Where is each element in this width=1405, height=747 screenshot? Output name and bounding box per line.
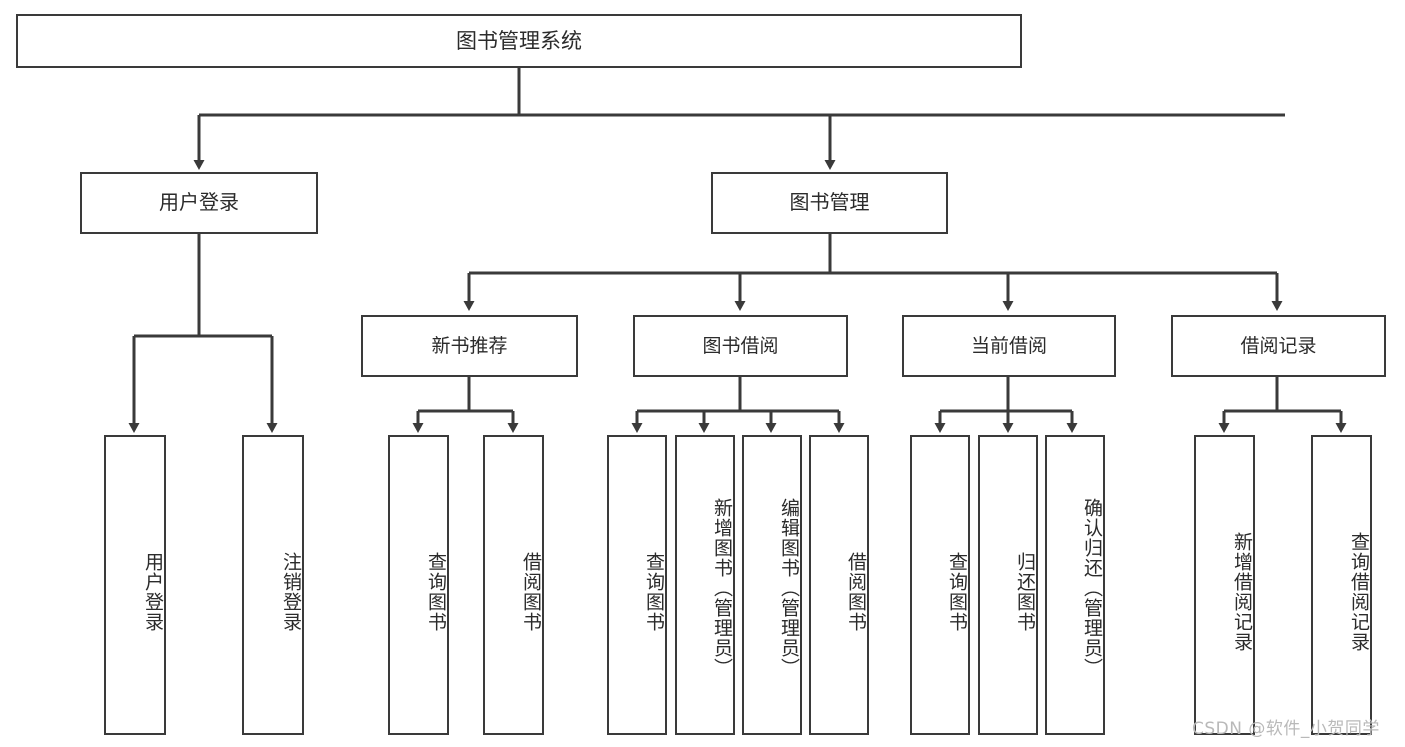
leaf-edit-book-admin[interactable]: 编辑图书（管理员） xyxy=(742,435,802,735)
node-current-borrow[interactable]: 当前借阅 xyxy=(902,315,1116,377)
leaf-borrow-book[interactable]: 借阅图书 xyxy=(809,435,869,735)
node-user-login[interactable]: 用户登录 xyxy=(80,172,318,234)
leaf-query-book-current[interactable]: 查询图书 xyxy=(910,435,970,735)
leaf-return-book[interactable]: 归还图书 xyxy=(978,435,1038,735)
leaf-query-book-borrow-label: 查询图书 xyxy=(643,552,665,632)
leaf-query-borrow-record-label: 查询借阅记录 xyxy=(1348,532,1370,652)
node-borrow-record-label: 借阅记录 xyxy=(1240,334,1317,357)
leaf-query-book-current-label: 查询图书 xyxy=(946,552,968,632)
node-user-login-label: 用户登录 xyxy=(159,190,239,215)
leaf-confirm-return-admin-label: 确认归还（管理员） xyxy=(1081,498,1103,678)
leaf-logout[interactable]: 注销登录 xyxy=(242,435,304,735)
leaf-add-borrow-record-label: 新增借阅记录 xyxy=(1231,532,1253,652)
leaf-user-login[interactable]: 用户登录 xyxy=(104,435,166,735)
leaf-add-borrow-record[interactable]: 新增借阅记录 xyxy=(1194,435,1255,735)
leaf-add-book-admin[interactable]: 新增图书（管理员） xyxy=(675,435,735,735)
node-borrow-record[interactable]: 借阅记录 xyxy=(1171,315,1386,377)
leaf-borrow-book-recommend-label: 借阅图书 xyxy=(520,552,542,632)
leaf-borrow-book-label: 借阅图书 xyxy=(845,552,867,632)
node-book-management-label: 图书管理 xyxy=(789,190,870,215)
node-current-borrow-label: 当前借阅 xyxy=(970,334,1047,357)
node-book-management[interactable]: 图书管理 xyxy=(711,172,948,234)
node-root[interactable]: 图书管理系统 xyxy=(16,14,1022,68)
node-book-borrow[interactable]: 图书借阅 xyxy=(633,315,848,377)
node-root-label: 图书管理系统 xyxy=(456,28,582,53)
leaf-query-book-recommend[interactable]: 查询图书 xyxy=(388,435,449,735)
leaf-return-book-label: 归还图书 xyxy=(1014,552,1036,632)
leaf-confirm-return-admin[interactable]: 确认归还（管理员） xyxy=(1045,435,1105,735)
leaf-query-book-borrow[interactable]: 查询图书 xyxy=(607,435,667,735)
leaf-borrow-book-recommend[interactable]: 借阅图书 xyxy=(483,435,544,735)
leaf-logout-label: 注销登录 xyxy=(280,552,302,632)
leaf-user-login-label: 用户登录 xyxy=(142,552,164,632)
watermark-text: CSDN @软件_小贺同学 xyxy=(1192,719,1380,739)
node-book-borrow-label: 图书借阅 xyxy=(702,334,779,357)
leaf-add-book-admin-label: 新增图书（管理员） xyxy=(711,498,733,678)
node-new-book-recommend[interactable]: 新书推荐 xyxy=(361,315,578,377)
leaf-edit-book-admin-label: 编辑图书（管理员） xyxy=(778,498,800,678)
node-new-book-recommend-label: 新书推荐 xyxy=(431,334,508,357)
leaf-query-borrow-record[interactable]: 查询借阅记录 xyxy=(1311,435,1372,735)
leaf-query-book-recommend-label: 查询图书 xyxy=(425,552,447,632)
